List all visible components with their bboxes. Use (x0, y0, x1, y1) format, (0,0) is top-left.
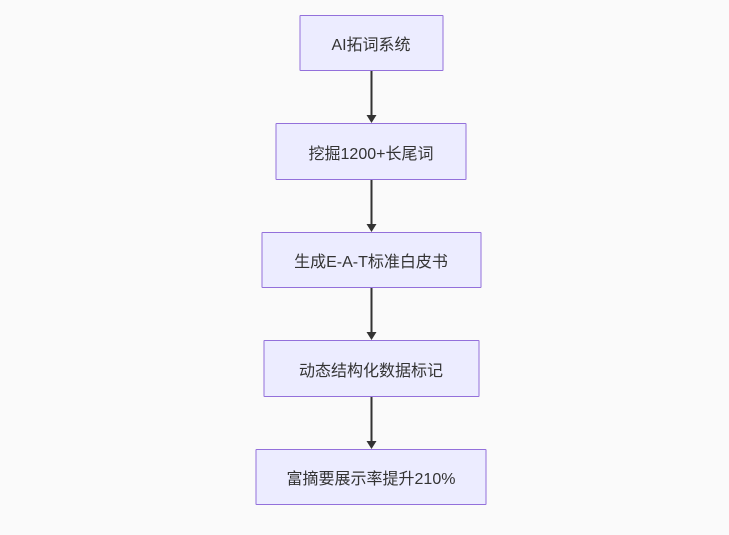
flow-node-2-label: 挖掘1200+长尾词 (308, 145, 434, 163)
arrow-line (370, 180, 372, 224)
arrowhead-down-icon (366, 115, 376, 123)
arrow-line (370, 288, 372, 332)
arrow-line (370, 397, 372, 441)
arrowhead-down-icon (366, 224, 376, 232)
flow-node-3: 生成E-A-T标准白皮书 (261, 232, 481, 288)
arrowhead-down-icon (366, 441, 376, 449)
flow-node-4-label: 动态结构化数据标记 (298, 362, 443, 380)
flow-arrow-3 (366, 288, 376, 340)
flow-node-3-label: 生成E-A-T标准白皮书 (294, 254, 448, 271)
flow-node-1: AI拓词系统 (299, 15, 443, 71)
flow-arrow-4 (366, 397, 376, 449)
flow-node-5-label: 富摘要展示率提升210% (286, 471, 456, 488)
flow-node-2: 挖掘1200+长尾词 (275, 123, 467, 180)
flow-arrow-1 (366, 71, 376, 123)
flow-arrow-2 (366, 180, 376, 232)
arrowhead-down-icon (366, 332, 376, 340)
flow-node-4: 动态结构化数据标记 (263, 340, 479, 397)
arrow-line (370, 71, 372, 115)
flow-node-5: 富摘要展示率提升210% (255, 449, 487, 505)
flow-node-1-label: AI拓词系统 (331, 37, 411, 54)
flowchart: AI拓词系统 挖掘1200+长尾词 生成E-A-T标准白皮书 动态结构化数据标记 (255, 15, 487, 505)
